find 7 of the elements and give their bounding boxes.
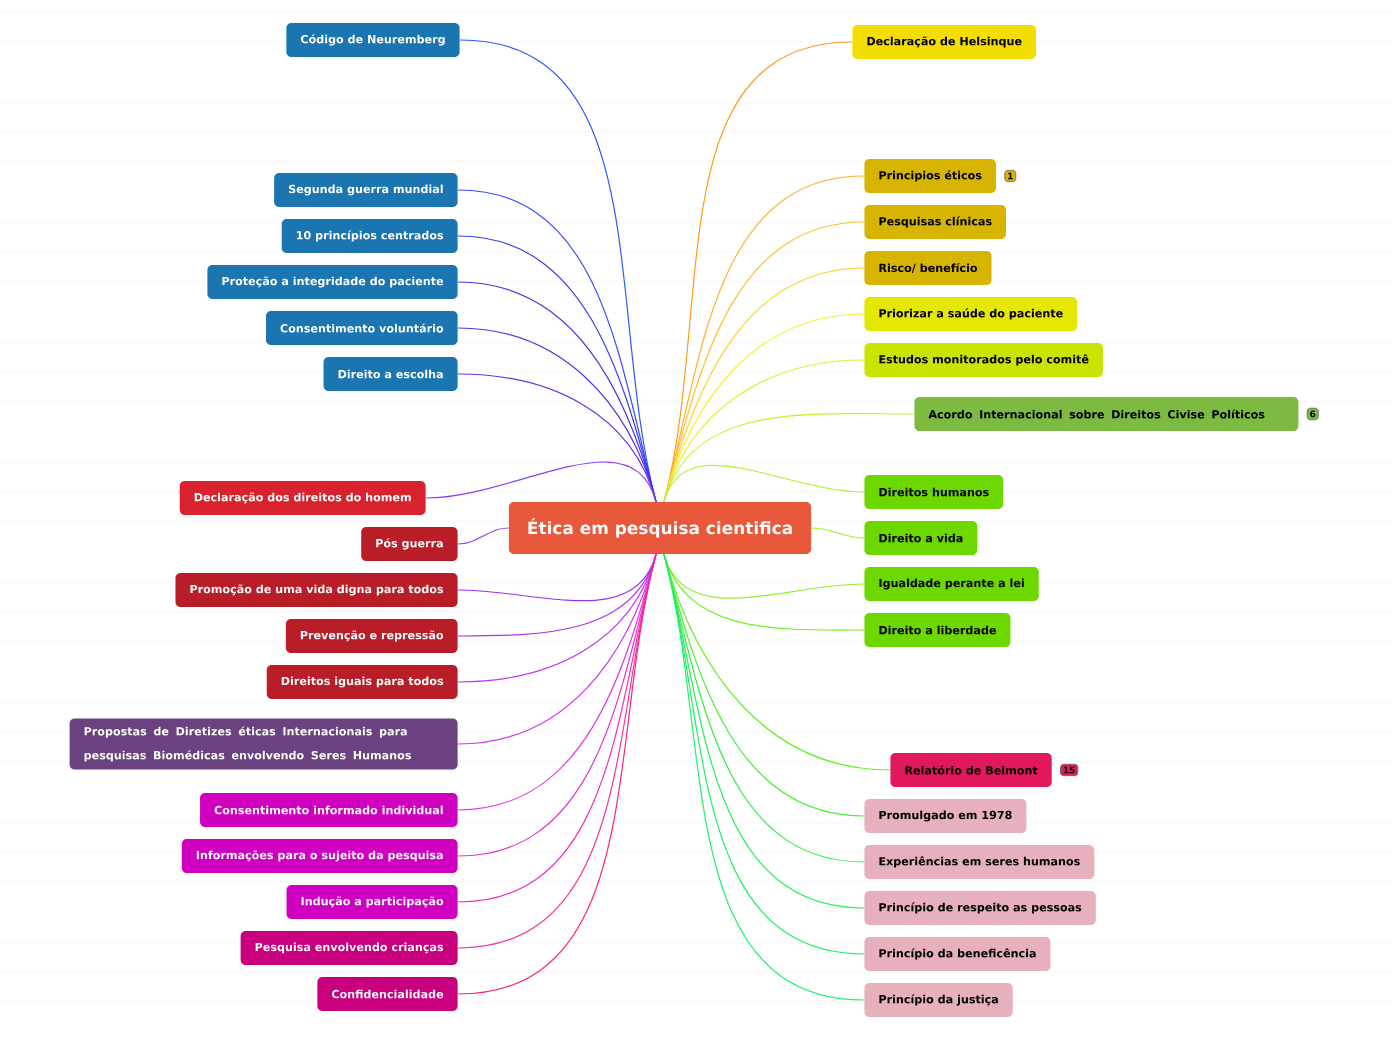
branch-line [810,527,865,539]
branch-line [425,461,657,503]
branch-line [457,281,657,503]
branch-line [663,464,865,503]
branch-line [663,267,865,503]
branch-line [457,527,510,545]
topic-box: Ética em pesquisa cientifica [508,502,812,554]
